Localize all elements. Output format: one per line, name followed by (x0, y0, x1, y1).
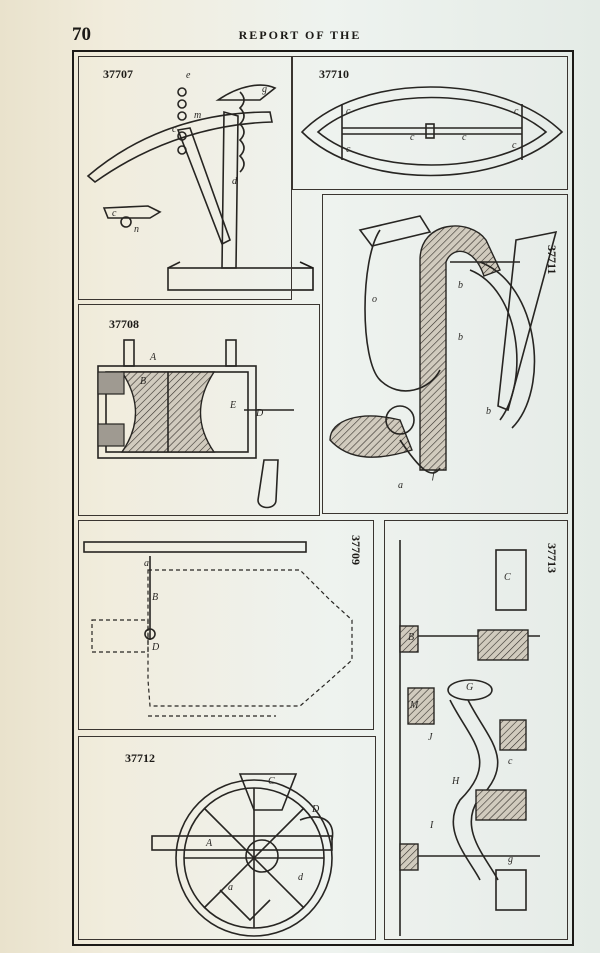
figure-37710-panel: 37710 (292, 56, 568, 190)
svg-text:c: c (172, 124, 177, 135)
svg-text:b: b (458, 280, 463, 291)
svg-text:m: m (194, 110, 201, 121)
figure-37711-drawing: o b b b f a (329, 215, 558, 491)
svg-text:n: n (134, 224, 139, 235)
svg-text:c: c (512, 140, 517, 151)
svg-text:D: D (151, 642, 160, 653)
figure-37707-label: 37707 (103, 67, 133, 81)
svg-text:f: f (432, 470, 436, 481)
svg-text:H: H (451, 776, 460, 787)
svg-text:C: C (504, 572, 511, 583)
figure-plate (72, 50, 574, 946)
figure-37708-drawing: A B E D (97, 339, 294, 509)
svg-text:c: c (410, 132, 415, 143)
svg-text:e: e (186, 70, 191, 81)
running-head: REPORT OF THE (238, 28, 362, 42)
svg-text:B: B (140, 376, 146, 387)
svg-text:c: c (346, 106, 351, 117)
figure-37709-panel: 37709 (78, 520, 374, 730)
figure-37707-panel: 37707 (78, 56, 292, 300)
svg-text:a: a (144, 558, 149, 569)
svg-text:D: D (255, 408, 264, 419)
svg-text:g: g (508, 854, 513, 865)
figure-37709-label: 37709 (349, 535, 363, 565)
figure-37713-label: 37713 (545, 543, 559, 573)
figure-37709-drawing: a B D (83, 541, 353, 717)
svg-text:o: o (372, 294, 377, 305)
figure-37713-drawing: C B G M J H c I g (399, 540, 540, 936)
svg-text:d: d (232, 176, 238, 187)
svg-text:D: D (311, 804, 320, 815)
svg-text:c: c (508, 756, 513, 767)
svg-text:B: B (152, 592, 158, 603)
svg-text:a: a (398, 480, 403, 491)
svg-text:M: M (409, 700, 419, 711)
figure-37708-label: 37708 (109, 317, 139, 331)
svg-text:a: a (228, 882, 233, 893)
svg-text:c: c (514, 106, 519, 117)
svg-text:J: J (428, 732, 433, 743)
figure-37711-panel: 37711 (322, 194, 568, 514)
page-number: 70 (72, 24, 91, 45)
figure-37708-panel: 37708 (78, 304, 320, 516)
svg-text:I: I (429, 820, 434, 831)
svg-text:b: b (486, 406, 491, 417)
figure-37712-panel: 37712 (78, 736, 376, 940)
svg-text:A: A (205, 838, 213, 849)
svg-text:G: G (466, 682, 473, 693)
svg-text:d: d (298, 872, 304, 883)
svg-text:c: c (346, 144, 351, 155)
figure-37712-drawing: C D A a d (151, 773, 334, 937)
figure-37707-drawing: e g m c d c n (86, 70, 314, 291)
figure-37713-panel: 37713 (384, 520, 568, 940)
svg-text:E: E (229, 400, 236, 411)
svg-text:B: B (408, 632, 414, 643)
svg-text:C: C (268, 776, 275, 787)
figure-37710-drawing: c c c c c c (300, 86, 564, 177)
svg-text:c: c (462, 132, 467, 143)
svg-text:b: b (458, 332, 463, 343)
svg-text:A: A (149, 352, 157, 363)
figure-37711-label: 37711 (545, 245, 559, 275)
figure-37712-label: 37712 (125, 751, 155, 765)
svg-text:g: g (262, 84, 267, 95)
svg-text:c: c (112, 208, 117, 219)
figure-37710-label: 37710 (319, 67, 349, 81)
